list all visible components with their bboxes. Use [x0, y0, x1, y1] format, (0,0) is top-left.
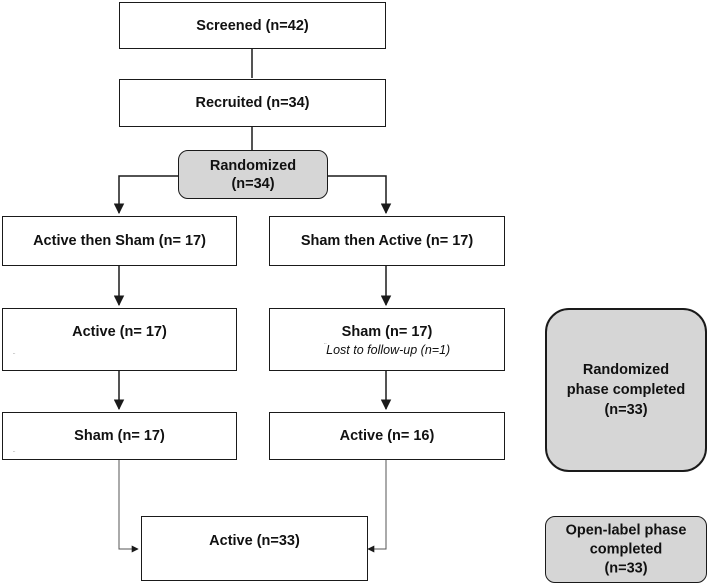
left-phase2-label: Sham (n= 17): [74, 428, 165, 444]
right-phase1-note-text: Lost to follow-up (n=1): [326, 343, 451, 357]
randomized-phase-completed-box: Randomized phase completed (n=33): [545, 308, 707, 472]
recruited-box: Recruited (n=34): [119, 79, 386, 127]
right-phase1-box: Sham (n= 17) ¨Lost to follow-up (n=1): [269, 308, 505, 371]
left-phase2-mark: ¨: [13, 451, 16, 458]
randomized-box: Randomized (n=34): [178, 150, 328, 199]
right-phase1-note-mark: ¨: [323, 343, 327, 350]
screened-label: Screened (n=42): [196, 17, 309, 34]
open-label-label: Active (n=33): [209, 533, 300, 549]
right-arm-label: Sham then Active (n= 17): [300, 233, 474, 249]
right-phase1-note: ¨Lost to follow-up (n=1): [270, 343, 504, 357]
left-arm-box: Active then Sham (n= 17): [2, 216, 237, 266]
screened-box: Screened (n=42): [119, 2, 386, 49]
right-phase1-label: Sham (n= 17): [341, 324, 433, 340]
openlabel-complete-line1: Open-label phase: [565, 522, 687, 538]
randomized-complete-line2: phase completed: [566, 382, 686, 398]
connector-left-phase2-openlabel: [118, 459, 139, 553]
recruited-label: Recruited (n=34): [195, 95, 310, 111]
randomized-complete-line1: Randomized: [582, 362, 670, 378]
left-phase2-box: Sham (n= 17) ¨: [2, 412, 237, 460]
left-phase1-mark: ¨: [13, 353, 16, 360]
right-phase2-label: Active (n= 16): [339, 428, 435, 444]
open-label-phase-completed-label: Open-label phase completed (n=33): [546, 521, 706, 578]
left-phase1-box: Active (n= 17) ¨: [2, 308, 237, 371]
openlabel-complete-line2: completed: [589, 541, 663, 557]
openlabel-complete-line3: (n=33): [604, 560, 648, 576]
connector-randomized-right-arm: [328, 175, 392, 215]
open-label-phase-completed-box: Open-label phase completed (n=33): [545, 516, 707, 583]
open-label-box: Active (n=33): [141, 516, 368, 581]
randomized-line2: (n=34): [231, 175, 275, 192]
randomized-complete-line3: (n=33): [604, 402, 648, 418]
left-phase1-label: Active (n= 17): [72, 324, 167, 340]
randomized-label: Randomized (n=34): [179, 157, 327, 193]
connector-randomized-left-arm: [113, 175, 178, 215]
connector-right-phase2-openlabel: [367, 459, 387, 553]
right-phase2-box: Active (n= 16): [269, 412, 505, 460]
randomized-line1: Randomized: [209, 157, 297, 174]
randomized-phase-completed-label: Randomized phase completed (n=33): [547, 360, 705, 420]
left-arm-label: Active then Sham (n= 17): [33, 233, 206, 249]
right-arm-box: Sham then Active (n= 17): [269, 216, 505, 266]
